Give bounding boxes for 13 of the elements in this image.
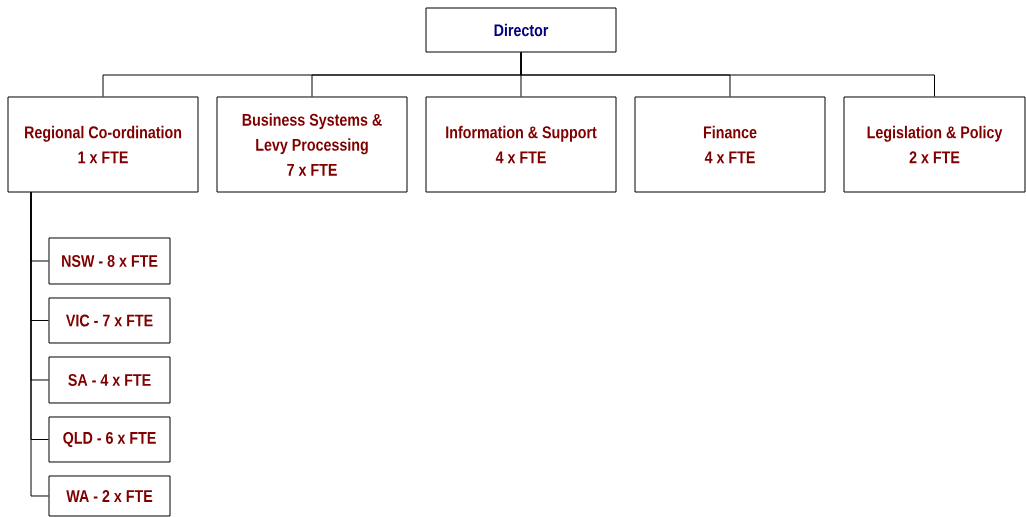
region-box: QLD - 6 x FTE xyxy=(48,416,171,463)
connector-line xyxy=(520,52,935,97)
region-box: NSW - 8 x FTE xyxy=(48,237,171,285)
unit-box: Information & Support 4 x FTE xyxy=(425,96,617,193)
unit-box: Business Systems & Levy Processing 7 x FTE xyxy=(216,96,408,193)
unit-box: Finance 4 x FTE xyxy=(634,96,826,193)
unit-box: Regional Co-ordination 1 x FTE xyxy=(7,96,199,193)
region-box: SA - 4 x FTE xyxy=(48,356,171,404)
director-box: Director xyxy=(425,7,617,53)
region-box: VIC - 7 x FTE xyxy=(48,297,171,344)
connector-line xyxy=(30,191,49,497)
region-box: WA - 2 x FTE xyxy=(48,475,171,517)
unit-box: Legislation & Policy 2 x FTE xyxy=(843,96,1026,193)
